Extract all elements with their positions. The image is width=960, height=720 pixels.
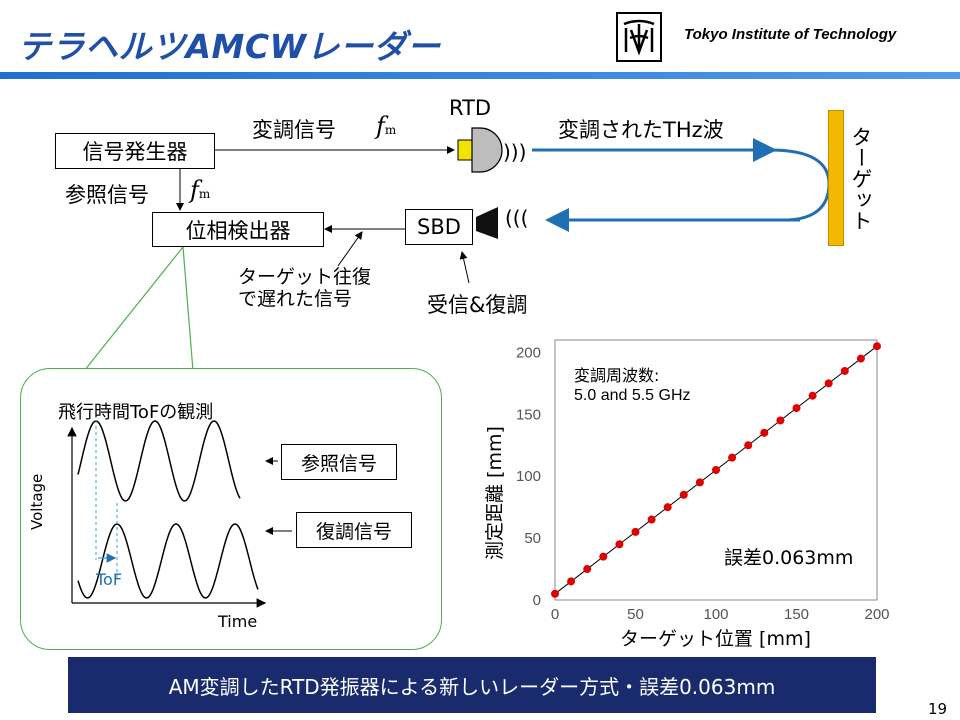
data-point bbox=[792, 404, 801, 413]
data-point bbox=[856, 354, 865, 363]
y-tick-label: 0 bbox=[533, 592, 541, 609]
data-point bbox=[567, 577, 576, 586]
chart-annotation-line2: 5.0 and 5.5 GHz bbox=[574, 387, 691, 404]
x-tick-label: 200 bbox=[864, 606, 889, 623]
header-rule bbox=[0, 72, 960, 79]
error-label: 誤差0.063mm bbox=[724, 547, 854, 569]
fm-symbol-upper: fm bbox=[376, 112, 396, 140]
data-point bbox=[712, 466, 720, 474]
data-point bbox=[744, 441, 753, 450]
x-axis-label: ターゲット位置 [mm] bbox=[620, 628, 811, 650]
y-tick-label: 100 bbox=[516, 468, 541, 485]
delayed-signal-line2: で遅れた信号 bbox=[238, 288, 353, 310]
phase-detector-box: 位相検出器 bbox=[152, 212, 324, 247]
data-point bbox=[808, 391, 817, 400]
tof-waveforms bbox=[67, 420, 292, 608]
x-tick-label: 150 bbox=[784, 606, 809, 623]
data-point bbox=[873, 342, 881, 351]
modulated-wave-label: 変調されたTHz波 bbox=[558, 118, 724, 142]
page-number: 19 bbox=[928, 700, 948, 718]
data-point bbox=[599, 552, 608, 561]
data-point bbox=[840, 366, 849, 375]
data-point bbox=[647, 515, 656, 524]
rtd-label: RTD bbox=[449, 96, 492, 120]
fm-f: f bbox=[376, 112, 385, 140]
delayed-signal-line1: ターゲット往復 bbox=[238, 266, 372, 288]
time-axis-label: Time bbox=[218, 612, 258, 631]
y-tick-label: 50 bbox=[524, 530, 541, 547]
data-point bbox=[551, 589, 559, 598]
data-point bbox=[824, 379, 833, 388]
signal-generator-box: 信号発生器 bbox=[55, 133, 215, 169]
fm-symbol-lower: fm bbox=[190, 176, 210, 204]
data-point bbox=[760, 428, 769, 437]
data-point bbox=[695, 478, 704, 487]
voltage-axis-label: Voltage bbox=[28, 473, 46, 530]
x-tick-label: 0 bbox=[551, 606, 559, 623]
summary-banner: AM変調したRTD発振器による新しいレーダー方式・誤差0.063mm bbox=[68, 657, 876, 713]
demodulated-signal-box: 復調信号 bbox=[296, 512, 412, 548]
data-point bbox=[728, 453, 737, 462]
tof-label: ToF bbox=[96, 570, 123, 589]
fm-sub: m bbox=[384, 123, 397, 137]
university-logo bbox=[616, 12, 662, 62]
distance-chart: 0 50 100 150 200 0 50 100 150 200 bbox=[516, 339, 890, 623]
target-bar bbox=[828, 110, 844, 246]
slide-title: テラヘルツAMCWレーダー bbox=[18, 27, 441, 66]
fm-f-2: f bbox=[190, 176, 199, 204]
target-label: ターゲット bbox=[849, 126, 873, 231]
y-tick-label: 200 bbox=[516, 344, 541, 361]
sbd-box: SBD bbox=[405, 209, 473, 245]
reference-signal-box: 参照信号 bbox=[281, 444, 397, 480]
reference-signal-label: 参照信号 bbox=[65, 183, 149, 207]
data-point bbox=[663, 503, 672, 512]
delayed-signal-label: ターゲット往復 で遅れた信号 bbox=[238, 266, 371, 310]
chart-annotation-line1: 変調周波数: bbox=[574, 366, 660, 385]
receive-waves-icon: ((( bbox=[505, 206, 529, 230]
fm-sub-2: m bbox=[198, 187, 211, 201]
x-tick-label: 50 bbox=[627, 606, 644, 623]
modulation-signal-label: 変調信号 bbox=[252, 118, 336, 142]
emit-waves-icon: ))) bbox=[503, 140, 527, 164]
data-point bbox=[679, 490, 688, 499]
inset-title: 飛行時間ToFの観測 bbox=[58, 402, 214, 423]
receive-demod-label: 受信&復調 bbox=[427, 293, 528, 317]
data-point bbox=[776, 416, 785, 425]
data-point bbox=[631, 527, 640, 536]
institution-name: Tokyo Institute of Technology bbox=[684, 26, 897, 43]
y-axis-label: 測定距離 [mm] bbox=[484, 426, 506, 560]
data-point bbox=[583, 565, 592, 574]
x-tick-label: 100 bbox=[703, 606, 728, 623]
y-tick-label: 150 bbox=[516, 406, 541, 423]
data-point bbox=[615, 540, 624, 549]
